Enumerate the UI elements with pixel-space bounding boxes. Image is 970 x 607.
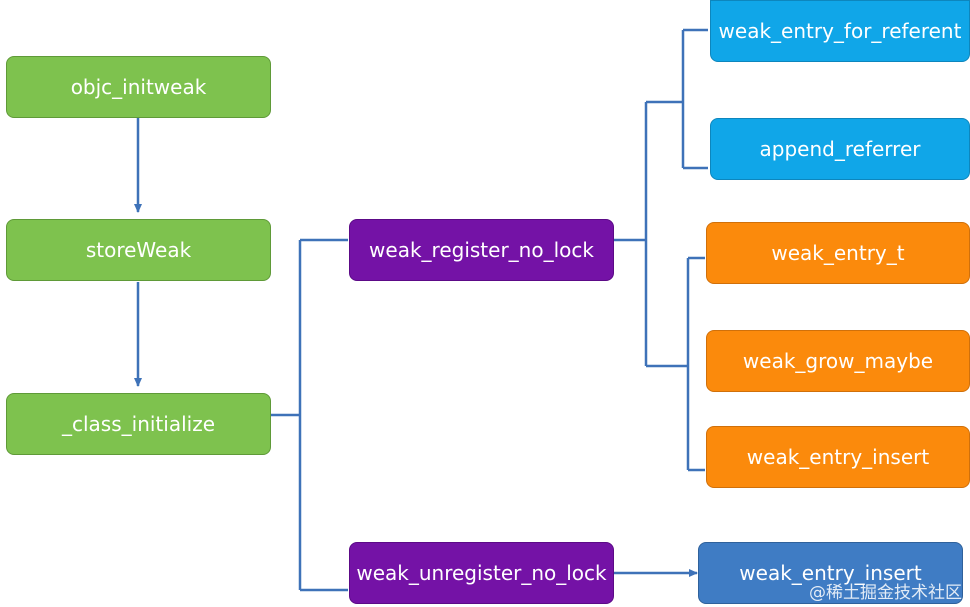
node-weak-entry-insert-orange: weak_entry_insert	[706, 426, 970, 488]
node-weak-register-no-lock-label: weak_register_no_lock	[369, 238, 594, 262]
node-objc-initweak: objc_initweak	[6, 56, 271, 118]
node-weak-entry-insert-blue-label: weak_entry_insert	[739, 561, 922, 585]
node-weak-entry-insert-blue: weak_entry_insert	[698, 542, 963, 604]
bracket-orange-group	[666, 256, 705, 472]
node-weak-entry-t: weak_entry_t	[706, 222, 970, 284]
node-weak-unregister-no-lock-label: weak_unregister_no_lock	[356, 561, 607, 585]
bracket-class-initialize	[271, 238, 348, 592]
node-weak-unregister-no-lock: weak_unregister_no_lock	[349, 542, 614, 604]
node-weak-entry-insert-orange-label: weak_entry_insert	[746, 445, 930, 469]
watermark: @稀土掘金技术社区	[809, 583, 962, 603]
node-storeweak: storeWeak	[6, 219, 271, 281]
node-weak-entry-for-referent-label: weak_entry_for_referent	[718, 19, 962, 43]
node-class-initialize-label: _class_initialize	[61, 412, 215, 436]
node-class-initialize: _class_initialize	[6, 393, 271, 455]
bracket-register	[614, 100, 666, 368]
node-weak-register-no-lock: weak_register_no_lock	[349, 219, 614, 281]
node-weak-entry-t-label: weak_entry_t	[771, 241, 905, 265]
node-storeweak-label: storeWeak	[85, 238, 192, 262]
node-weak-entry-for-referent: weak_entry_for_referent	[710, 0, 970, 62]
node-weak-grow-maybe-label: weak_grow_maybe	[742, 349, 934, 373]
node-append-referrer: append_referrer	[710, 118, 970, 180]
node-objc-initweak-label: objc_initweak	[70, 75, 207, 99]
node-weak-grow-maybe: weak_grow_maybe	[706, 330, 970, 392]
bracket-cyan-group	[666, 28, 708, 170]
node-append-referrer-label: append_referrer	[759, 137, 921, 161]
